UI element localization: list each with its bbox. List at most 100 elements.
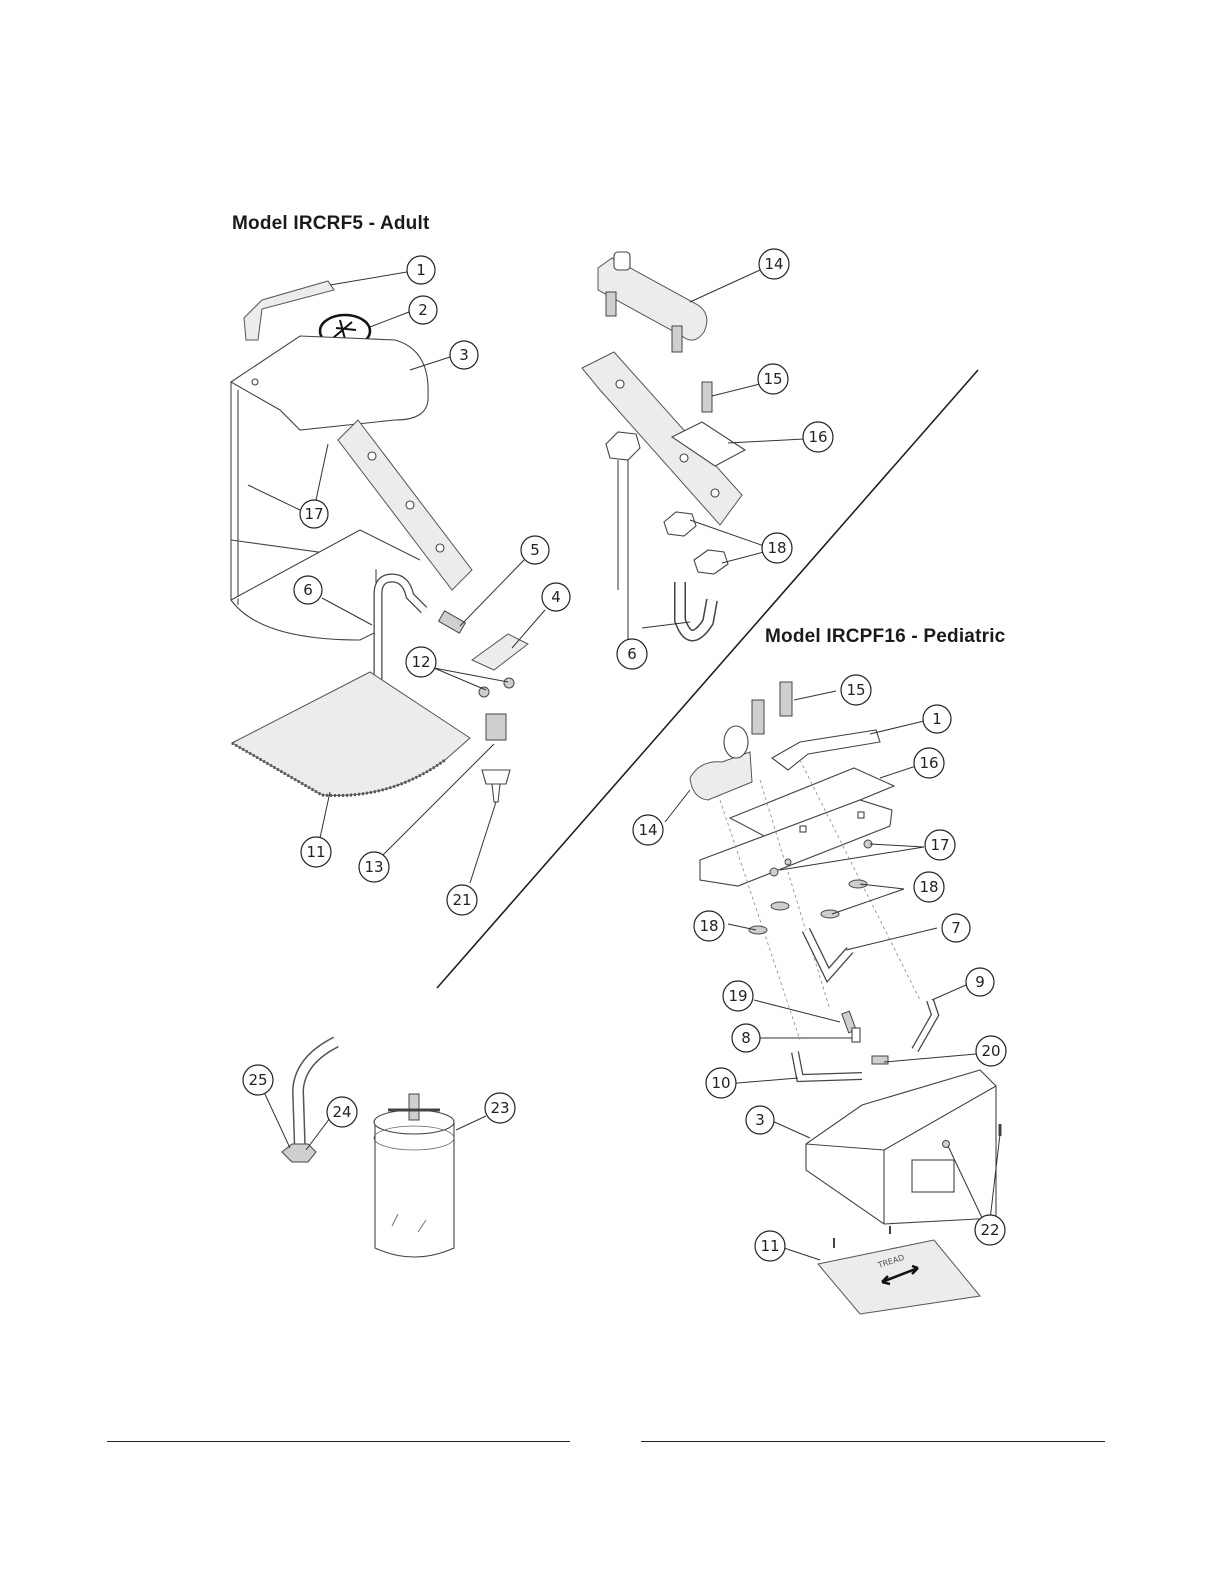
svg-text:18: 18 xyxy=(767,539,786,557)
callout-adult-13: 13 xyxy=(359,852,389,882)
pedi-manifold xyxy=(690,752,752,800)
svg-text:2: 2 xyxy=(418,301,428,319)
svg-text:9: 9 xyxy=(975,973,985,991)
callout-adult-5: 5 xyxy=(521,536,549,564)
detail-fitting-15 xyxy=(702,382,712,412)
callout-bracket-6: 6 xyxy=(617,639,647,669)
callout-adult-21: 21 xyxy=(447,885,477,915)
svg-text:17: 17 xyxy=(304,505,323,523)
pedi-nut-b xyxy=(821,910,839,918)
pedi-housing-window xyxy=(912,1160,954,1192)
callout-adult-17: 17 xyxy=(300,500,328,528)
adult-fitting-5 xyxy=(439,611,466,633)
svg-text:5: 5 xyxy=(530,541,540,559)
svg-text:14: 14 xyxy=(638,821,657,839)
svg-text:20: 20 xyxy=(981,1042,1000,1060)
callout-adult-2: 2 xyxy=(409,296,437,324)
svg-text:22: 22 xyxy=(980,1221,999,1239)
svg-text:18: 18 xyxy=(699,917,718,935)
detail-hex-nut-a xyxy=(664,512,696,536)
svg-text:8: 8 xyxy=(741,1029,751,1047)
svg-text:13: 13 xyxy=(364,858,383,876)
callout-pedi-14: 14 xyxy=(633,815,663,845)
svg-text:24: 24 xyxy=(332,1103,351,1121)
callout-acc-25: 25 xyxy=(243,1065,273,1095)
detail-hex-nut-b xyxy=(694,550,728,574)
svg-text:15: 15 xyxy=(763,370,782,388)
callout-pedi-9: 9 xyxy=(966,968,994,996)
callout-adult-3: 3 xyxy=(450,341,478,369)
footer-rule-right xyxy=(641,1441,1105,1442)
svg-text:11: 11 xyxy=(760,1237,779,1255)
callout-pedi-10: 10 xyxy=(706,1068,736,1098)
svg-text:15: 15 xyxy=(846,681,865,699)
svg-text:3: 3 xyxy=(459,346,469,364)
callout-pedi-17: 17 xyxy=(925,830,955,860)
svg-text:17: 17 xyxy=(930,836,949,854)
callout-pedi-15: 15 xyxy=(841,675,871,705)
pedi-nut-d xyxy=(771,902,789,910)
svg-text:6: 6 xyxy=(303,581,313,599)
callout-pedi-3: 3 xyxy=(746,1106,774,1134)
svg-text:3: 3 xyxy=(755,1111,765,1129)
callout-pedi-22: 22 xyxy=(975,1215,1005,1245)
footer-rule-left xyxy=(107,1441,570,1442)
svg-text:1: 1 xyxy=(416,261,426,279)
adult-nut-a xyxy=(479,687,489,697)
callout-pedi-7: 7 xyxy=(942,914,970,942)
callout-pedi-16: 16 xyxy=(914,748,944,778)
callout-adult-1: 1 xyxy=(407,256,435,284)
svg-text:21: 21 xyxy=(452,891,471,909)
pedi-handle xyxy=(772,730,880,770)
pedi-fitting-20 xyxy=(872,1056,888,1064)
svg-text:12: 12 xyxy=(411,653,430,671)
callout-adult-4: 4 xyxy=(542,583,570,611)
accessory-canister xyxy=(375,1122,454,1257)
svg-text:6: 6 xyxy=(627,645,637,663)
callout-bracket-15: 15 xyxy=(758,364,788,394)
callout-adult-12: 12 xyxy=(406,647,436,677)
pedi-tray xyxy=(818,1240,980,1314)
svg-text:16: 16 xyxy=(808,428,827,446)
svg-text:19: 19 xyxy=(728,987,747,1005)
svg-text:7: 7 xyxy=(951,919,961,937)
adult-tray xyxy=(232,672,470,796)
pedi-screw-b xyxy=(770,868,778,876)
svg-text:11: 11 xyxy=(306,843,325,861)
pedi-fitting-15-a xyxy=(780,682,792,716)
adult-tube xyxy=(378,578,424,695)
adult-fitting-21 xyxy=(482,770,510,802)
svg-text:16: 16 xyxy=(919,754,938,772)
callout-acc-24: 24 xyxy=(327,1097,357,1127)
callout-pedi-11: 11 xyxy=(755,1231,785,1261)
pedi-tube-8 xyxy=(852,1028,860,1042)
pedi-fitting-15-b xyxy=(752,700,764,734)
callout-bracket-14: 14 xyxy=(759,249,789,279)
adult-nut-b xyxy=(504,678,514,688)
callout-pedi-18-b: 18 xyxy=(694,911,724,941)
pedi-housing xyxy=(806,1070,996,1224)
callout-pedi-19: 19 xyxy=(723,981,753,1011)
callout-bracket-18: 18 xyxy=(762,533,792,563)
svg-text:25: 25 xyxy=(248,1071,267,1089)
svg-text:18: 18 xyxy=(919,878,938,896)
bracket-detail-assembly xyxy=(582,252,745,636)
adult-housing-top xyxy=(231,336,428,430)
svg-text:4: 4 xyxy=(551,588,561,606)
callout-acc-23: 23 xyxy=(485,1093,515,1123)
callout-adult-11: 11 xyxy=(301,837,331,867)
callout-pedi-8: 8 xyxy=(732,1024,760,1052)
accessories-assembly xyxy=(282,1042,454,1257)
callout-bracket-16: 16 xyxy=(803,422,833,452)
svg-text:1: 1 xyxy=(932,710,942,728)
accessory-nut-25 xyxy=(282,1144,316,1162)
callout-adult-6: 6 xyxy=(294,576,322,604)
callout-pedi-18-a: 18 xyxy=(914,872,944,902)
detail-hex-nut-top xyxy=(606,432,640,460)
svg-text:10: 10 xyxy=(711,1074,730,1092)
svg-text:14: 14 xyxy=(764,255,783,273)
adult-assembly xyxy=(231,281,528,802)
callout-pedi-1: 1 xyxy=(923,705,951,733)
